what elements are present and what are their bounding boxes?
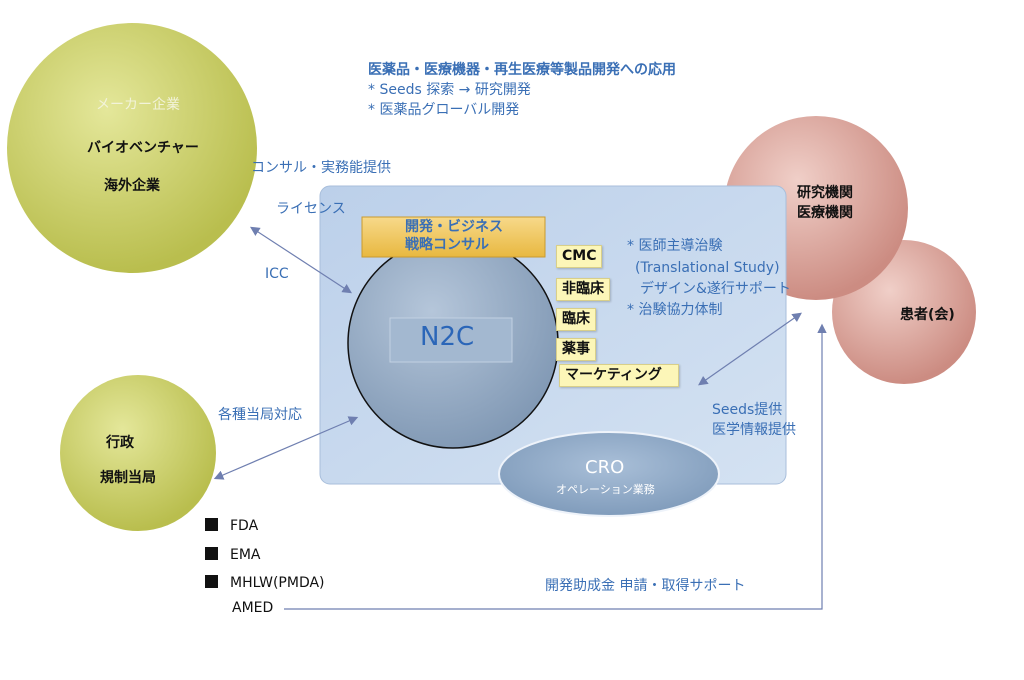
cro-sub: オペレーション業務: [556, 483, 655, 496]
link-license: ライセンス: [276, 201, 346, 217]
cro-ellipse: [498, 431, 720, 517]
bullet-square-icon: [205, 547, 218, 560]
agency-mhlw: MHLW(PMDA): [205, 575, 325, 591]
strategy-line2: 戦略コンサル: [405, 237, 489, 253]
service-regulatory: 薬事: [556, 338, 596, 361]
maker-item-biovent: バイオベンチャー: [87, 140, 199, 156]
service-nonclinical: 非臨床: [556, 278, 610, 301]
maker-item-overseas: 海外企業: [104, 178, 160, 194]
link-medinfo: 医学情報提供: [712, 422, 796, 438]
gov-circle: [60, 375, 216, 531]
agency-ema: EMA: [205, 547, 261, 563]
trial-line3: デザイン&遂行サポート: [640, 281, 791, 297]
agency-fda-label: FDA: [230, 518, 259, 534]
header-line3: * 医薬品グローバル開発: [368, 102, 520, 118]
bullet-square-icon: [205, 575, 218, 588]
gov-title: 行政: [106, 435, 134, 451]
header-line1: 医薬品・医療機器・再生医療等製品開発への応用: [368, 62, 676, 78]
n2c-label-box: [389, 317, 513, 363]
amed-label: AMED: [232, 600, 274, 616]
service-marketing: マーケティング: [559, 364, 679, 387]
arrow-amed-research: [284, 323, 827, 610]
link-authority: 各種当局対応: [218, 407, 302, 423]
header-line2: * Seeds 探索 → 研究開発: [368, 82, 531, 98]
link-grant: 開発助成金 申請・取得サポート: [545, 578, 746, 594]
cro-title: CRO: [585, 457, 625, 478]
agency-ema-label: EMA: [230, 547, 261, 563]
patient-label: 患者(会): [900, 307, 955, 323]
research-line2: 医療機関: [797, 205, 853, 221]
trial-line2: (Translational Study): [635, 260, 780, 276]
research-line1: 研究機関: [797, 185, 853, 201]
maker-circle: [7, 23, 257, 273]
arrow-gov-n2c: [213, 416, 359, 480]
trial-line4: * 治験協力体制: [627, 302, 723, 318]
link-consult: コンサル・実務能提供: [251, 160, 391, 176]
maker-title: メーカー企業: [96, 97, 180, 113]
arrow-maker-n2c: [249, 226, 353, 294]
service-clinical: 臨床: [556, 308, 596, 331]
link-icc: ICC: [265, 266, 289, 282]
arrow-research-hub: [698, 312, 802, 386]
strategy-box: [361, 216, 546, 258]
service-cmc: CMC: [556, 245, 603, 268]
n2c-label: N2C: [420, 322, 475, 352]
gov-sub: 規制当局: [100, 470, 156, 486]
strategy-line1: 開発・ビジネス: [405, 219, 503, 235]
link-seeds: Seeds提供: [712, 402, 783, 418]
bullet-square-icon: [205, 518, 218, 531]
agency-mhlw-label: MHLW(PMDA): [230, 575, 325, 591]
trial-line1: * 医師主導治験: [627, 238, 723, 254]
agency-fda: FDA: [205, 518, 258, 534]
